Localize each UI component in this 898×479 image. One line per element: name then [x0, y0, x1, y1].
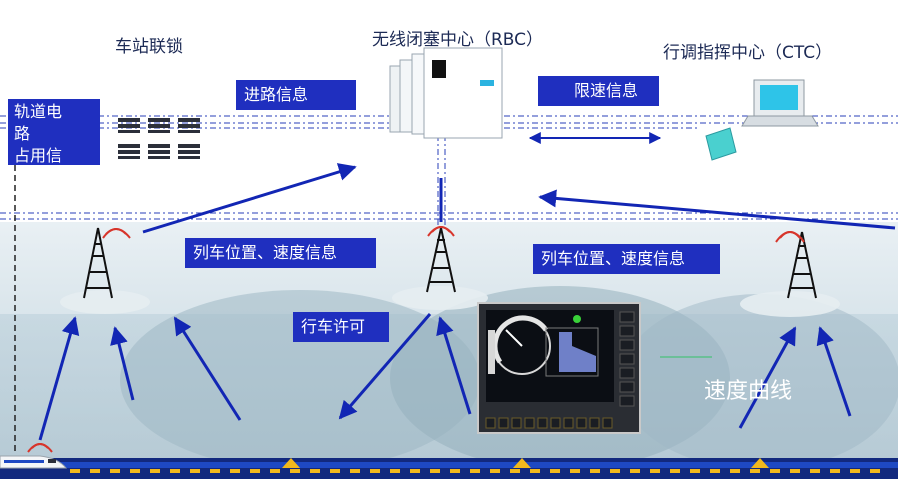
radio-tower-left — [83, 227, 131, 299]
route-info-text: 进路信息 — [244, 85, 309, 104]
radio-tower-middle — [426, 226, 456, 293]
route-info-label: 进路信息 — [236, 80, 356, 110]
train-icon — [0, 455, 68, 469]
balise-marker-3 — [751, 458, 769, 468]
movement-authority-label: 行车许可 — [293, 312, 389, 342]
platform-middle — [392, 286, 488, 310]
track-circuit-line1: 轨道电 — [14, 102, 63, 121]
rail-track — [0, 458, 898, 479]
balise-marker-1 — [282, 458, 300, 468]
platform-right — [740, 291, 840, 317]
speed-limit-label: 限速信息 — [538, 76, 659, 106]
ctc-label: 行调指挥中心（CTC） — [663, 43, 833, 63]
rbc-label: 无线闭塞中心（RBC） — [372, 30, 544, 50]
speed-limit-text: 限速信息 — [574, 81, 639, 100]
train-position-label-right: 列车位置、速度信息 — [533, 244, 720, 274]
track-circuit-line3: 占用信 — [14, 146, 63, 165]
interlocking-equipment — [118, 118, 200, 159]
track-circuit-box: 轨道电 路 占用信 — [8, 99, 100, 165]
track-circuit-line2: 路 — [14, 124, 31, 143]
platform-left — [60, 290, 150, 314]
train-position-label-left: 列车位置、速度信息 — [185, 238, 376, 268]
rbc-server — [389, 47, 503, 139]
ctc-computer — [705, 79, 819, 161]
speed-curve-label: 速度曲线 — [704, 379, 793, 404]
balise-marker-2 — [513, 458, 531, 468]
station-interlocking-label: 车站联锁 — [115, 37, 183, 57]
dmi-screen — [477, 302, 641, 434]
train-antenna-icon — [27, 443, 53, 453]
radio-tower-right — [775, 231, 817, 299]
flow-arrows — [38, 163, 896, 441]
coverage-ellipse-left — [120, 290, 480, 470]
